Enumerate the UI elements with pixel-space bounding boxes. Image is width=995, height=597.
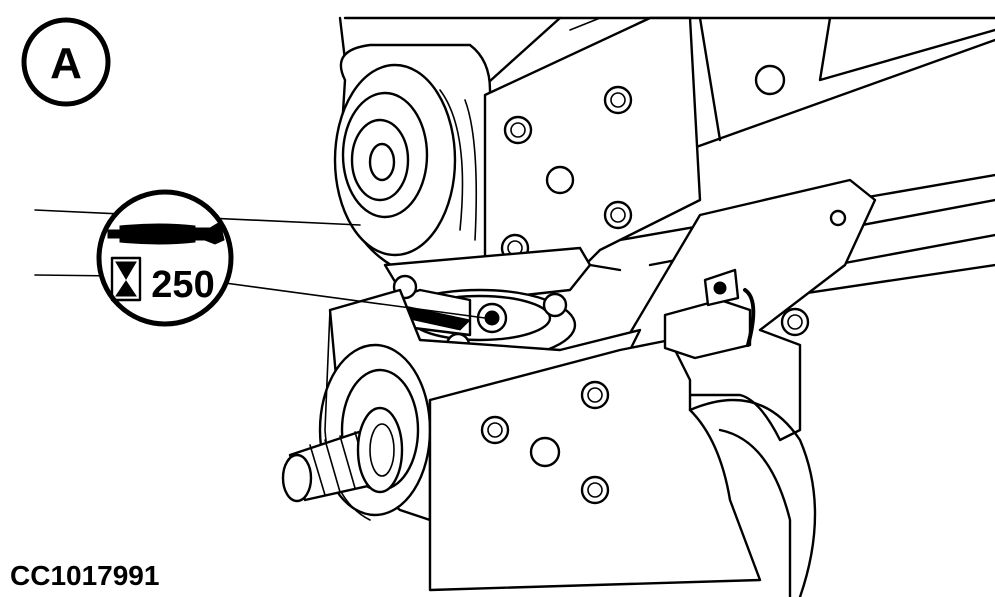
panel-label-badge: A: [21, 17, 111, 107]
lubrication-interval: 250: [151, 264, 214, 306]
grease-gun-icon: [107, 221, 225, 245]
bolt: [480, 415, 510, 445]
splined-shaft: [281, 406, 404, 503]
bolt: [580, 380, 610, 410]
bolt: [542, 292, 568, 318]
bolt: [780, 307, 810, 337]
bolt: [603, 200, 633, 230]
panel-label: A: [50, 39, 82, 88]
sensor-block: [663, 268, 810, 360]
bolt: [503, 115, 533, 145]
grease-fitting: [476, 302, 508, 334]
lubrication-symbol: 250: [96, 189, 234, 327]
hydraulic-motor: [333, 43, 492, 277]
bolt: [580, 475, 610, 505]
lower-bracket-plate: [428, 338, 817, 597]
bolt: [603, 85, 633, 115]
upper-mounting-plate: [483, 16, 786, 272]
figure-code: CC1017991: [10, 560, 159, 591]
hourglass-icon: [110, 256, 142, 302]
